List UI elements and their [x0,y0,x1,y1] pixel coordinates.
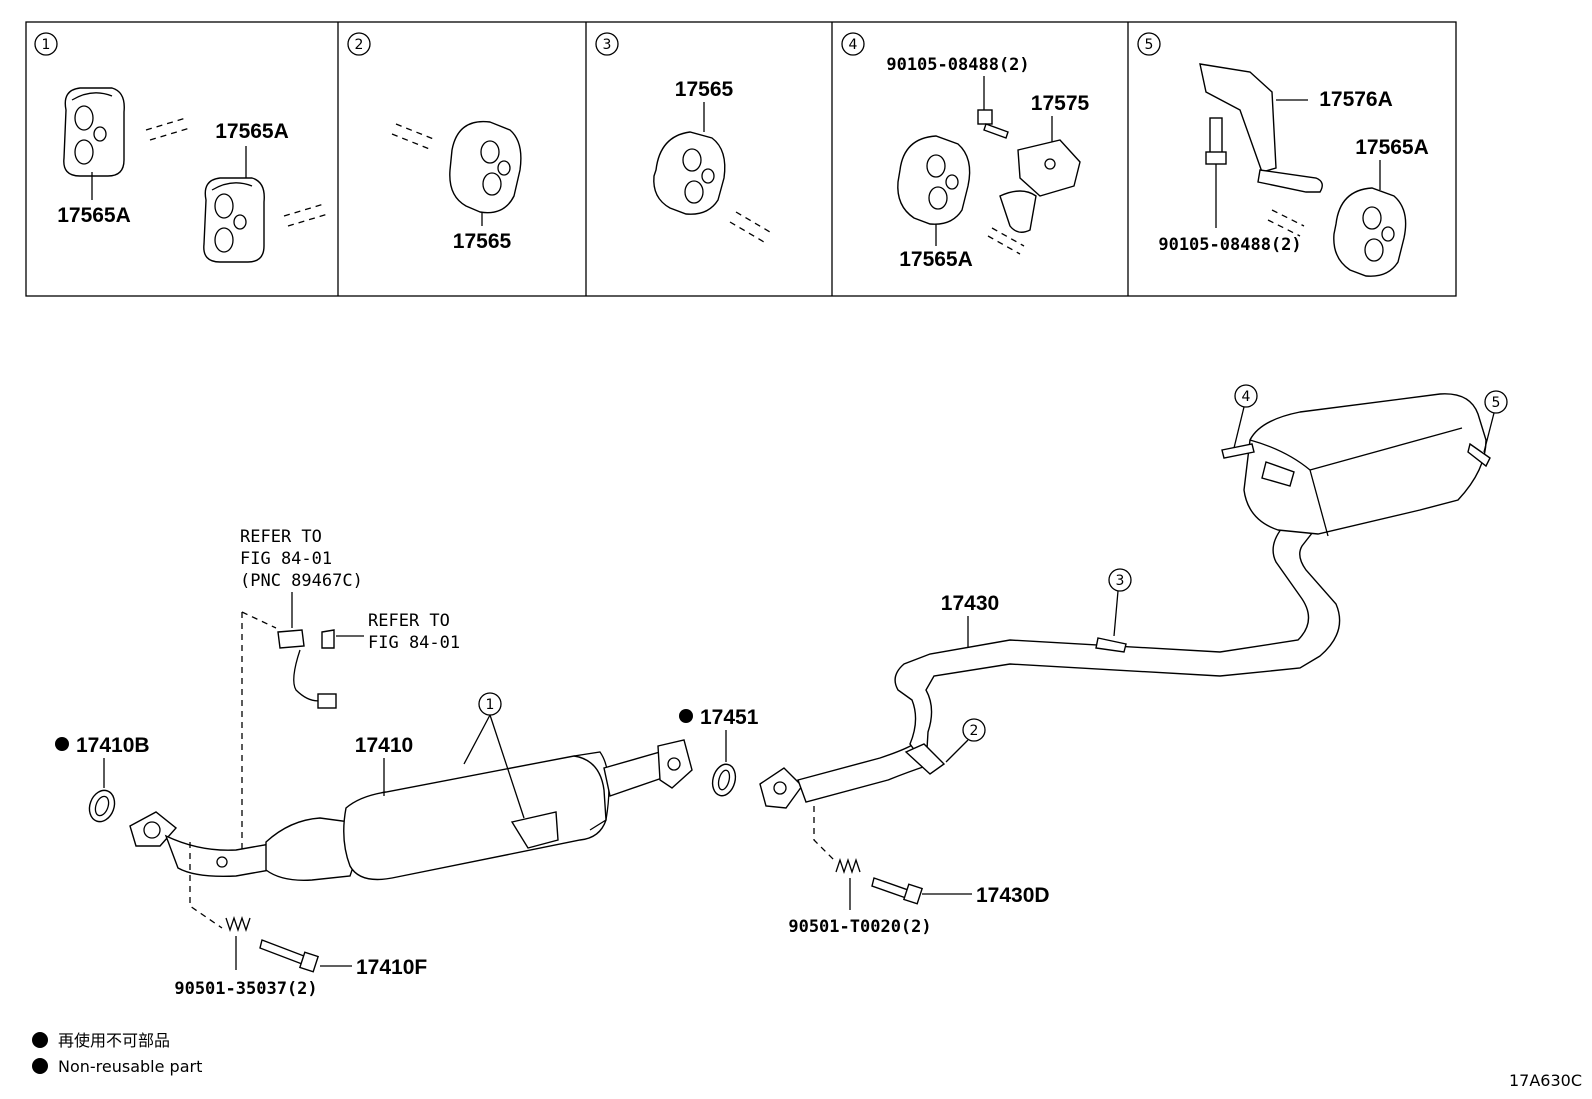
svg-text:5: 5 [1145,37,1154,53]
panel-4-bolt-label: 90105-08488(2) [886,55,1029,75]
legend-dot-en [32,1058,48,1074]
center-pipe-17430 [759,513,1341,809]
panel-4-bracket [987,139,1081,255]
svg-text:4: 4 [1242,389,1251,405]
part-label-17430D: 17430D [976,884,1050,907]
refer-note-2-line2: FIG 84-01 [368,633,460,653]
front-pipe-converter-17410 [129,739,693,881]
callout-1: 1 [463,692,525,819]
bolt-label-90501-T0020: 90501-T0020(2) [788,917,931,937]
panel-1-label-a: 17565A [57,204,131,227]
svg-text:1: 1 [486,697,495,713]
panel-2-hanger [391,120,522,214]
svg-text:4: 4 [849,37,858,53]
svg-text:3: 3 [1116,573,1125,589]
refer-note-1-line2: FIG 84-01 [240,549,332,569]
svg-text:2: 2 [355,37,364,53]
svg-text:5: 5 [1492,395,1501,411]
tail-muffler [1221,393,1491,537]
bolt-17430D [871,877,924,905]
svg-text:2: 2 [970,723,979,739]
oxygen-sensor [277,629,337,709]
refer-note-1-line3: (PNC 89467C) [240,571,363,591]
panel-5-bolt-label: 90105-08488(2) [1158,235,1301,255]
spring-90501-T0020 [835,857,861,875]
panel-4-hanger [897,135,971,225]
panel-5-bracket [1199,63,1323,193]
legend-non-reusable: 再使用不可部品 Non-reusable part [32,1031,202,1076]
panel-5-bolt [1205,117,1227,165]
legend-dot-jp [32,1032,48,1048]
non-reusable-dot-17410B [55,737,69,751]
refer-note-1-line1: REFER TO [240,527,322,547]
figure-code: 17A630C [1509,1071,1582,1090]
panel-1-hanger-left [63,87,191,177]
part-label-17410F: 17410F [356,956,427,979]
panel-2-label: 17565 [453,230,512,253]
gasket-17410B [88,789,116,823]
panel-3-index: 3 [595,32,619,56]
legend-text-en: Non-reusable part [58,1057,202,1076]
callout-3: 3 [1108,568,1132,637]
panel-5-hanger-label: 17565A [1355,136,1429,159]
panel-5-bracket-label: 17576A [1319,88,1393,111]
panel-5-hanger [1267,187,1407,277]
part-label-17410B: 17410B [76,734,150,757]
panel-4-bolt [977,109,1009,139]
svg-text:3: 3 [603,37,612,53]
callout-5: 5 [1483,390,1508,453]
panel-3-hanger [653,131,771,243]
legend-text-jp: 再使用不可部品 [58,1031,170,1050]
part-label-17430: 17430 [941,592,999,615]
callout-4: 4 [1233,384,1258,449]
callout-2: 2 [945,718,986,763]
gasket-17451 [711,763,737,797]
panel-4-index: 4 [841,32,865,56]
panel-2-index: 2 [347,32,371,56]
panel-1-label-b: 17565A [215,120,289,143]
panel-4-bracket-label: 17575 [1031,92,1090,115]
panel-3-label: 17565 [675,78,734,101]
spring-90501-35037 [225,915,251,933]
panel-1-hanger-right [203,177,329,263]
bolt-17410F [259,939,320,973]
svg-text:1: 1 [42,37,51,53]
panel-4-hanger-label: 17565A [899,248,973,271]
refer-note-2-line1: REFER TO [368,611,450,631]
part-label-17410: 17410 [355,734,413,757]
part-label-17451: 17451 [700,706,759,729]
non-reusable-dot-17451 [679,709,693,723]
bolt-label-90501-35037: 90501-35037(2) [174,979,317,999]
panel-1-index: 1 [34,32,58,56]
panel-5-index: 5 [1137,32,1161,56]
hanger-detail-panels [25,21,1457,297]
